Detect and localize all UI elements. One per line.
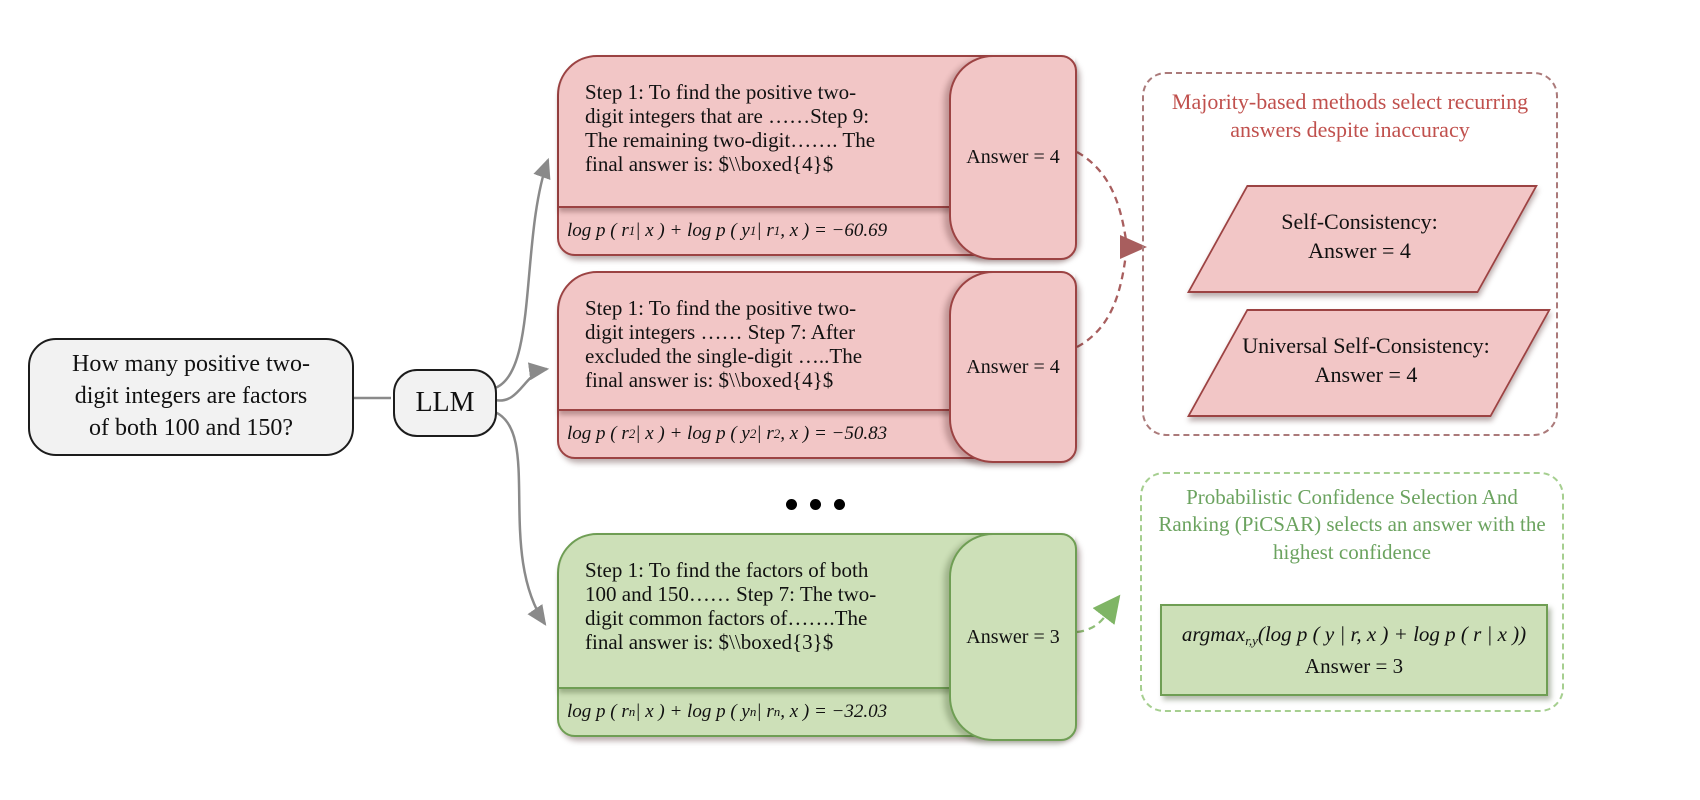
question-line: How many positive two- — [72, 351, 310, 378]
reasoning-line: The remaining two-digit……. The — [585, 127, 876, 152]
reasoning-line: excluded the single-digit …..The — [585, 343, 863, 368]
reasoning-line: Step 1: To find the positive two- — [585, 296, 857, 320]
reasoning-line: final answer is: $\\boxed{4}$ — [585, 151, 834, 176]
formula-subscript: r,y — [1245, 632, 1258, 648]
reasoning-line: digit integers …… Step 7: After — [585, 319, 856, 344]
reasoning-line: final answer is: $\\boxed{4}$ — [585, 367, 834, 392]
method-name: Universal Self-Consistency: — [1242, 333, 1490, 359]
universal-self-consistency-text: Universal Self-Consistency: Answer = 4 — [1187, 309, 1545, 413]
picsar-box: Probabilistic Confidence Selection And R… — [1140, 472, 1564, 712]
method-answer: Answer = 4 — [1314, 362, 1418, 387]
sample-card-1: Step 1: To find the positive two- digit … — [557, 55, 1077, 260]
llm-label: LLM — [415, 387, 475, 418]
formula-segment: | r — [756, 701, 774, 722]
sample3-to-picsar-dashed — [1076, 594, 1121, 634]
formula-segment: log p ( r — [567, 423, 629, 444]
formula-segment: log p ( r — [567, 701, 629, 722]
sample1-to-majority-dashed — [1076, 151, 1128, 241]
answer-label: Answer = 3 — [966, 625, 1060, 648]
title-line: Ranking (PiCSAR) selects an answer with … — [1158, 512, 1546, 537]
majority-methods-title: Majority-based methods select recurring … — [1144, 88, 1556, 144]
answer-label: Answer = 4 — [966, 146, 1060, 168]
formula-segment: log p ( r — [567, 220, 629, 241]
ellipsis-dot — [786, 499, 797, 510]
reasoning-line: digit integers that are ……Step 9: — [585, 103, 870, 128]
title-line: Probabilistic Confidence Selection And — [1186, 485, 1518, 509]
question-line: digit integers are factors — [74, 383, 308, 410]
method-answer: Answer = 4 — [1308, 238, 1411, 263]
formula-subscript: 2 — [749, 426, 757, 441]
title-line: answers despite inaccuracy — [1230, 117, 1470, 143]
formula-subscript: n — [628, 704, 636, 719]
formula-subscript: n — [773, 704, 781, 719]
formula-segment: , x ) = −60.69 — [780, 220, 888, 241]
picsar-formula-box: argmaxr,y(log p ( y | r, x ) + log p ( r… — [1160, 604, 1548, 696]
picsar-title: Probabilistic Confidence Selection And R… — [1142, 484, 1562, 566]
reasoning-text-1: Step 1: To find the positive two- digit … — [559, 57, 1075, 208]
ellipsis-dot — [834, 499, 845, 510]
argmax-formula: argmaxr,y(log p ( y | r, x ) + log p ( r… — [1182, 622, 1526, 649]
answer-panel-2: Answer = 4 — [949, 271, 1077, 463]
formula-segment: | x ) + log p ( y — [635, 423, 750, 444]
llm-node: LLM — [393, 369, 497, 437]
formula-segment: | r — [756, 423, 774, 444]
reasoning-line: final answer is: $\\boxed{3}$ — [585, 629, 834, 654]
title-line: highest confidence — [1272, 539, 1432, 564]
answer-label: Answer = 4 — [966, 355, 1060, 378]
title-line: Majority-based methods select recurring — [1171, 89, 1529, 114]
formula-subscript: 1 — [749, 223, 757, 238]
formula-segment: (log p ( y | r, x ) + log p ( r | x )) — [1257, 621, 1527, 646]
reasoning-text-2: Step 1: To find the positive two- digit … — [559, 273, 1075, 411]
reasoning-line: 100 and 150…… Step 7: The two- — [585, 581, 877, 606]
formula-subscript: 2 — [628, 426, 636, 441]
question-line: of both 100 and 150? — [89, 414, 293, 441]
formula-subscript: 1 — [628, 223, 636, 238]
question-box: How many positive two- digit integers ar… — [28, 338, 354, 456]
answer-panel-1: Answer = 4 — [949, 55, 1077, 260]
formula-segment: | r — [756, 220, 774, 241]
formula-segment: , x ) = −32.03 — [780, 701, 888, 722]
reasoning-text-3: Step 1: To find the factors of both 100 … — [559, 535, 1075, 689]
answer-panel-3: Answer = 3 — [949, 533, 1077, 741]
formula-subscript: n — [749, 704, 757, 719]
formula-segment: argmax — [1181, 621, 1246, 646]
llm-to-sample2-arrow — [494, 362, 550, 402]
method-name: Self-Consistency: — [1281, 209, 1438, 235]
sample-card-3: Step 1: To find the factors of both 100 … — [557, 533, 1077, 741]
ellipsis-dot — [810, 499, 821, 510]
formula-subscript: 2 — [773, 426, 781, 441]
self-consistency-text: Self-Consistency: Answer = 4 — [1187, 185, 1532, 289]
formula-segment: | x ) + log p ( y — [635, 220, 750, 241]
formula-subscript: 1 — [773, 223, 781, 238]
llm-to-sample1-arrow — [494, 157, 551, 390]
reasoning-line: Step 1: To find the positive two- — [585, 80, 857, 104]
majority-methods-box: Majority-based methods select recurring … — [1142, 72, 1558, 436]
reasoning-line: digit common factors of…….The — [585, 605, 868, 630]
sample2-to-majority-dashed — [1076, 253, 1128, 349]
reasoning-line: Step 1: To find the factors of both — [585, 558, 869, 582]
llm-to-sample3-arrow — [494, 410, 547, 626]
sample-card-2: Step 1: To find the positive two- digit … — [557, 271, 1077, 463]
formula-segment: , x ) = −50.83 — [780, 423, 888, 444]
formula-segment: | x ) + log p ( y — [635, 701, 750, 722]
picsar-answer: Answer = 3 — [1304, 653, 1404, 678]
